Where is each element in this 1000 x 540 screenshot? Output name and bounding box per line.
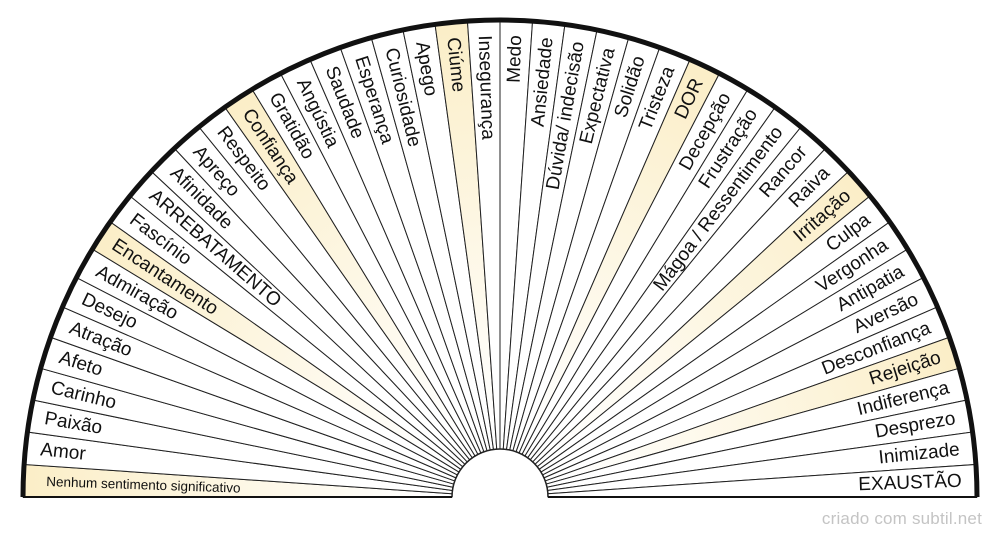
sector-label: Medo <box>504 35 527 83</box>
sector-label: Insegurança <box>474 35 499 141</box>
sector-group <box>22 19 978 498</box>
credit-footer: criado com subtil.net <box>821 509 982 528</box>
outer-arc <box>20 17 980 498</box>
center-hub-arc <box>451 448 549 498</box>
sector-label: Nenhum sentimento significativo <box>46 474 241 496</box>
sector-label: Amor <box>39 439 87 465</box>
sector-label: EXAUSTÃO <box>858 470 962 496</box>
